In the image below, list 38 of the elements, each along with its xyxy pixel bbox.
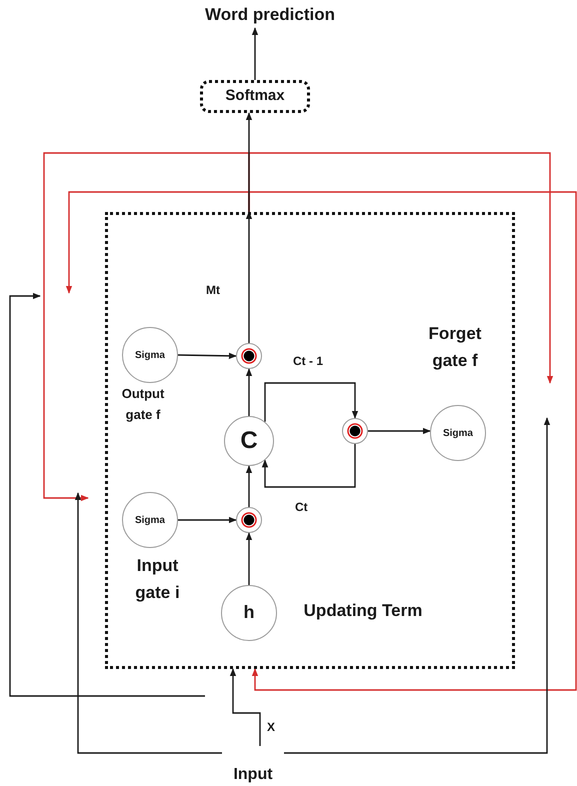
feedback-arrow xyxy=(43,152,250,502)
multiply-node xyxy=(236,507,262,533)
gate-label: Forget gate f xyxy=(428,323,482,372)
softmax-box: Softmax xyxy=(200,80,310,113)
circle-node: Sigma xyxy=(430,405,486,461)
arrow xyxy=(178,352,237,360)
arrow xyxy=(262,444,356,488)
arrow xyxy=(246,532,252,585)
circle-node: h xyxy=(221,585,277,641)
multiply-node xyxy=(236,343,262,369)
feedback-arrow xyxy=(66,191,250,294)
arrow xyxy=(284,417,550,754)
arrow xyxy=(368,428,431,434)
arrow xyxy=(246,368,252,416)
arrow xyxy=(252,27,258,80)
feedback-arrow xyxy=(248,191,577,691)
arrow xyxy=(178,516,237,524)
arrow xyxy=(246,465,252,507)
gate-label: Input gate i xyxy=(134,555,181,604)
gate-label: Updating Term xyxy=(302,600,424,622)
circle-node: Sigma xyxy=(122,327,178,383)
edge-label: Mt xyxy=(205,283,221,297)
arrow xyxy=(9,292,205,697)
arrow xyxy=(74,492,222,754)
gate-label: Output gate f xyxy=(120,385,166,424)
circle-node: Sigma xyxy=(122,492,178,548)
edge-label: Ct xyxy=(294,500,309,514)
arrow xyxy=(264,382,358,422)
text-label: Input xyxy=(222,746,284,784)
feedback-arrow xyxy=(248,152,554,384)
text-label: Word prediction xyxy=(195,2,345,28)
arrow xyxy=(230,668,261,746)
edge-label: X xyxy=(266,720,276,734)
circle-node: C xyxy=(224,416,274,466)
multiply-node xyxy=(342,418,368,444)
cell-boundary xyxy=(105,212,515,669)
edge-label: Ct - 1 xyxy=(292,354,324,368)
arrow xyxy=(246,112,252,212)
